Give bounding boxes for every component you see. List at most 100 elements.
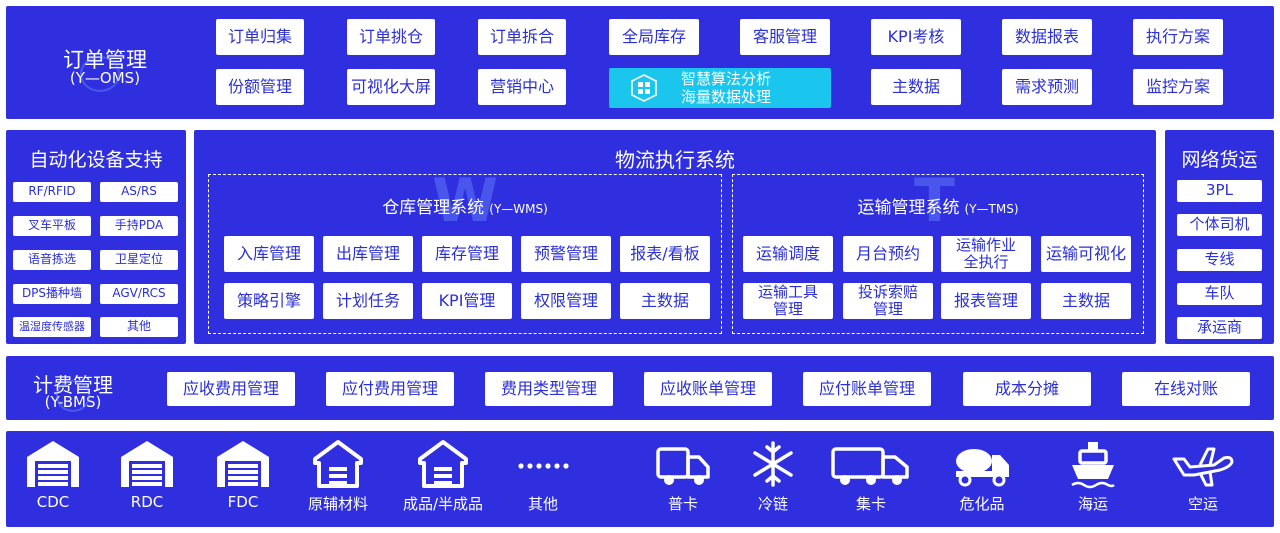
facility-raw-materials: 原辅材料 (298, 439, 378, 514)
smart-analysis-line2: 海量数据处理 (681, 88, 772, 106)
tms-item[interactable]: 主数据 (1041, 283, 1131, 319)
warehouse-icon (27, 441, 79, 487)
house-icon (313, 440, 363, 488)
network-item[interactable]: 车队 (1177, 283, 1262, 305)
facility-label: FDC (227, 493, 259, 511)
wms-item[interactable]: 主数据 (620, 283, 710, 319)
bms-item[interactable]: 在线对账 (1122, 372, 1250, 406)
wms-item[interactable]: 入库管理 (224, 236, 314, 272)
wms-item[interactable]: 预警管理 (521, 236, 611, 272)
tms-item[interactable]: 运输调度 (743, 236, 833, 272)
bms-item[interactable]: 应收费用管理 (167, 372, 295, 406)
transport-sea: 海运 (1058, 439, 1128, 514)
tms-item[interactable]: 月台预约 (843, 236, 933, 272)
bms-item[interactable]: 成本分摊 (963, 372, 1091, 406)
automation-item[interactable]: 卫星定位 (100, 250, 178, 270)
automation-item[interactable]: 其他 (100, 317, 178, 337)
facility-label: 其他 (527, 495, 558, 513)
network-item[interactable]: 承运商 (1177, 317, 1262, 339)
oms-item[interactable]: 需求预测 (1002, 69, 1092, 105)
facility-label: 原辅材料 (307, 495, 368, 513)
truck-icon (656, 447, 710, 485)
network-item[interactable]: 3PL (1177, 180, 1262, 202)
facility-label: RDC (130, 493, 164, 511)
tms-item[interactable]: 运输工具 管理 (743, 283, 833, 319)
oms-item[interactable]: 执行方案 (1133, 19, 1223, 55)
automation-item[interactable]: 手持PDA (100, 216, 178, 236)
tanker-truck-icon (956, 449, 1009, 487)
tms-ghost-letter: T (914, 166, 955, 236)
bms-item[interactable]: 应收账单管理 (644, 372, 772, 406)
automation-item[interactable]: AGV/RCS (100, 284, 178, 304)
container-truck-icon (831, 447, 909, 485)
facility-other: 其他 (508, 439, 578, 514)
bms-item[interactable]: 应付费用管理 (326, 372, 454, 406)
facility-products: 成品/半成品 (393, 439, 493, 514)
transport-label: 危化品 (959, 495, 1005, 513)
automation-item[interactable]: 语音拣选 (13, 250, 91, 270)
oms-item[interactable]: 营销中心 (478, 69, 566, 105)
wms-item[interactable]: 策略引擎 (224, 283, 314, 319)
transport-cold-chain: 冷链 (738, 439, 808, 514)
wms-item[interactable]: 计划任务 (323, 283, 413, 319)
oms-item[interactable]: 份额管理 (216, 69, 304, 105)
facility-cdc: CDC (18, 439, 88, 511)
oms-item[interactable]: 订单归集 (216, 19, 304, 55)
oms-item[interactable]: 订单挑仓 (347, 19, 435, 55)
wms-item[interactable]: 报表/看板 (620, 236, 710, 272)
transport-hazmat: 危化品 (944, 439, 1020, 514)
tms-dashed-frame (732, 174, 1144, 334)
wms-dashed-frame (208, 174, 722, 334)
transport-label: 海运 (1077, 495, 1108, 513)
oms-ring-decoration (80, 56, 120, 92)
automation-item[interactable]: 温湿度传感器 (13, 317, 91, 337)
wms-item[interactable]: 出库管理 (323, 236, 413, 272)
automation-item[interactable]: AS/RS (100, 182, 178, 202)
tms-item[interactable]: 投诉索赔 管理 (843, 283, 933, 319)
tms-item[interactable]: 运输可视化 (1041, 236, 1131, 272)
wms-item[interactable]: 库存管理 (422, 236, 512, 272)
transport-air: 空运 (1165, 439, 1241, 514)
wms-title-text: 仓库管理系统 (382, 198, 485, 218)
oms-item[interactable]: 订单拆合 (478, 19, 566, 55)
oms-item[interactable]: KPI考核 (871, 19, 961, 55)
transport-label: 空运 (1187, 495, 1218, 513)
smart-analysis-box[interactable]: 智慧算法分析 海量数据处理 (609, 68, 831, 108)
transport-container-truck: 集卡 (826, 439, 916, 514)
wms-title: 仓库管理系统 (Y—WMS) (208, 193, 722, 218)
automation-item[interactable]: RF/RFID (13, 182, 91, 202)
bms-item[interactable]: 费用类型管理 (485, 372, 613, 406)
tms-item[interactable]: 运输作业 全执行 (941, 236, 1031, 272)
tms-title-text: 运输管理系统 (857, 198, 960, 218)
oms-item[interactable]: 全局库存 (609, 19, 699, 55)
oms-item[interactable]: 主数据 (871, 69, 961, 105)
bms-item[interactable]: 应付账单管理 (803, 372, 931, 406)
network-title: 网络货运 (1181, 149, 1258, 171)
automation-item[interactable]: 叉车平板 (13, 216, 91, 236)
ship-icon (1071, 442, 1115, 489)
tms-title: 运输管理系统 (Y—TMS) (732, 193, 1144, 218)
tms-item[interactable]: 报表管理 (941, 283, 1031, 319)
snowflake-icon (753, 441, 793, 487)
wms-ghost-letter: W (432, 166, 499, 236)
facility-fdc: FDC (208, 439, 278, 511)
oms-item[interactable]: 客服管理 (740, 19, 830, 55)
transport-regular-truck: 普卡 (648, 439, 718, 514)
transport-label: 集卡 (855, 495, 886, 513)
bms-ring-decoration (56, 380, 90, 412)
automation-title: 自动化设备支持 (29, 149, 163, 171)
oms-item[interactable]: 可视化大屏 (347, 69, 435, 105)
automation-item[interactable]: DPS播种墙 (13, 284, 91, 304)
wms-item[interactable]: KPI管理 (422, 283, 512, 319)
wms-item[interactable]: 权限管理 (521, 283, 611, 319)
tms-code: (Y—TMS) (964, 202, 1019, 216)
plane-icon (1172, 447, 1234, 487)
automation-panel (6, 130, 186, 344)
oms-item[interactable]: 监控方案 (1133, 69, 1223, 105)
wms-code: (Y—WMS) (489, 202, 548, 216)
network-item[interactable]: 个体司机 (1177, 214, 1262, 236)
les-title: 物流执行系统 (615, 148, 735, 172)
oms-item[interactable]: 数据报表 (1002, 19, 1092, 55)
network-item[interactable]: 专线 (1177, 249, 1262, 271)
facility-label: CDC (36, 493, 70, 511)
